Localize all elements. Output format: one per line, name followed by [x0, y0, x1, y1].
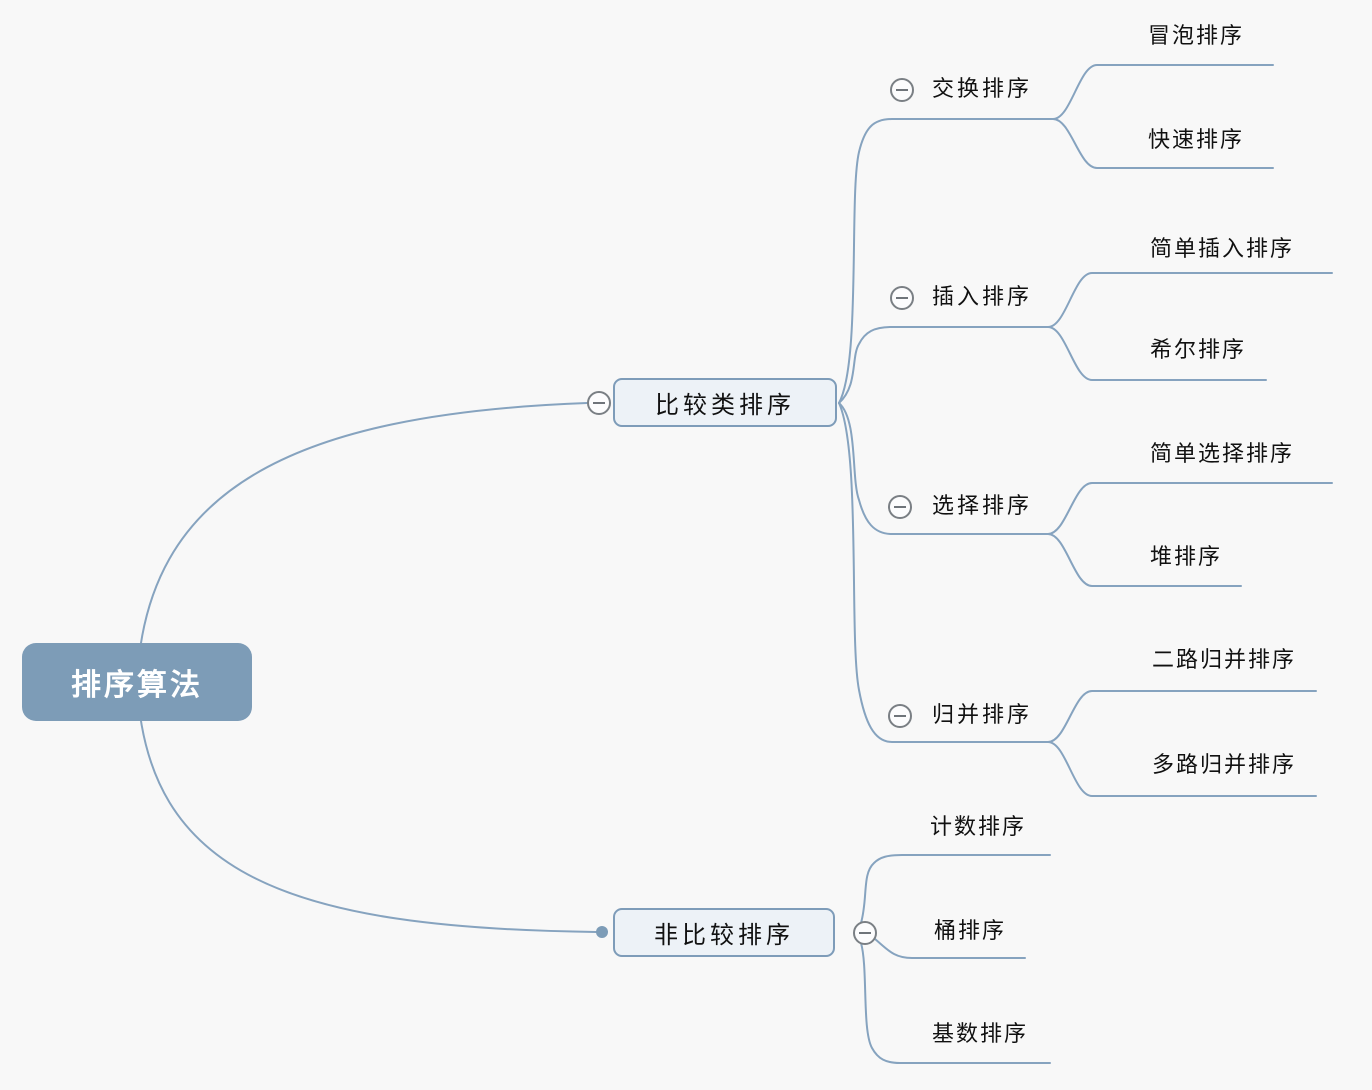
- edge-to-heap-sort: [1047, 533, 1242, 587]
- edge-to-simple-insertion-sort: [1047, 272, 1333, 328]
- leaf-simple-insertion-sort[interactable]: 简单插入排序: [1150, 237, 1295, 262]
- topic-non-comparison-sort[interactable]: 非比较排序: [613, 908, 835, 957]
- collapse-icon-exchange[interactable]: [890, 78, 914, 102]
- minus-glyph: [896, 297, 908, 299]
- edge-to-multi-way-merge-sort: [1047, 741, 1317, 797]
- root-topic[interactable]: 排序算法: [22, 643, 252, 721]
- edge-to-radix-sort: [860, 942, 1051, 1064]
- collapse-icon-selection[interactable]: [888, 495, 912, 519]
- minus-glyph: [593, 402, 605, 404]
- topic-selection-sort[interactable]: 选择排序: [932, 494, 1033, 519]
- edge-to-selection-sort: [838, 402, 1049, 535]
- collapse-icon-comparison[interactable]: [587, 391, 611, 415]
- edge-root-to-non-comparison: [136, 681, 597, 933]
- leaf-simple-selection-sort[interactable]: 简单选择排序: [1150, 442, 1295, 467]
- leaf-heap-sort[interactable]: 堆排序: [1150, 545, 1223, 570]
- topic-comparison-sort[interactable]: 比较类排序: [613, 378, 837, 427]
- topic-insertion-sort[interactable]: 插入排序: [932, 285, 1033, 310]
- minus-glyph: [894, 715, 906, 717]
- edge-root-to-comparison: [136, 402, 588, 683]
- edge-to-quick-sort: [1052, 118, 1274, 169]
- edge-to-two-way-merge-sort: [1047, 690, 1317, 743]
- minus-glyph: [894, 506, 906, 508]
- leaf-quick-sort[interactable]: 快速排序: [1148, 128, 1245, 153]
- edge-to-counting-sort: [860, 854, 1051, 924]
- connection-dot: [596, 926, 608, 938]
- edge-to-simple-selection-sort: [1047, 482, 1333, 535]
- leaf-multi-way-merge-sort[interactable]: 多路归并排序: [1152, 753, 1297, 778]
- leaf-counting-sort[interactable]: 计数排序: [930, 815, 1027, 840]
- topic-exchange-sort[interactable]: 交换排序: [932, 77, 1033, 102]
- leaf-bucket-sort[interactable]: 桶排序: [934, 919, 1007, 944]
- leaf-bubble-sort[interactable]: 冒泡排序: [1148, 24, 1245, 49]
- minus-glyph: [859, 932, 871, 934]
- leaf-two-way-merge-sort[interactable]: 二路归并排序: [1152, 648, 1297, 673]
- edge-to-shell-sort: [1047, 326, 1267, 381]
- leaf-shell-sort[interactable]: 希尔排序: [1150, 338, 1247, 363]
- leaf-radix-sort[interactable]: 基数排序: [932, 1022, 1029, 1047]
- edge-to-merge-sort: [838, 402, 1049, 743]
- edge-to-bucket-sort: [874, 938, 1026, 959]
- edge-to-bubble-sort: [1052, 64, 1274, 120]
- collapse-icon-insertion[interactable]: [890, 286, 914, 310]
- edge-to-insertion-sort: [838, 326, 1049, 404]
- minus-glyph: [896, 89, 908, 91]
- collapse-icon-non-comparison[interactable]: [853, 921, 877, 945]
- topic-merge-sort[interactable]: 归并排序: [932, 703, 1033, 728]
- collapse-icon-merge[interactable]: [888, 704, 912, 728]
- edge-to-exchange-sort: [838, 118, 1054, 404]
